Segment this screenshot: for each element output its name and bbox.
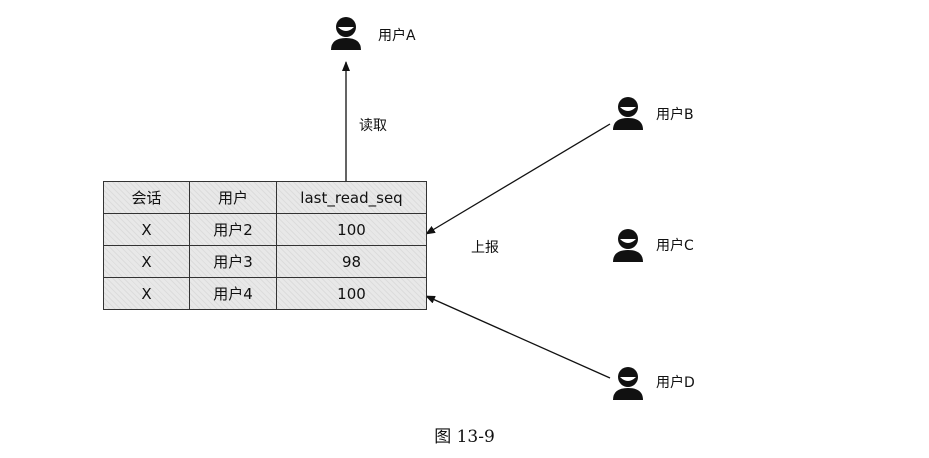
table-header-row: 会话 用户 last_read_seq bbox=[103, 181, 427, 214]
table-cell: 100 bbox=[276, 277, 427, 310]
user-icon bbox=[613, 97, 643, 130]
table-cell: X bbox=[103, 213, 190, 246]
figure-caption: 图 13-9 bbox=[434, 427, 495, 447]
last-read-seq-table: 会话 用户 last_read_seq X 用户2 100 X 用户3 98 X… bbox=[103, 181, 427, 310]
report-label: 上报 bbox=[471, 240, 499, 256]
user-label-a: 用户A bbox=[378, 28, 416, 44]
table-cell: 用户4 bbox=[189, 277, 277, 310]
table-cell: X bbox=[103, 245, 190, 278]
table-cell: X bbox=[103, 277, 190, 310]
read-label: 读取 bbox=[359, 118, 387, 134]
user-label-c: 用户C bbox=[656, 238, 694, 254]
table-cell: 用户3 bbox=[189, 245, 277, 278]
column-header-session: 会话 bbox=[103, 181, 190, 214]
report-arrow-from-user-d bbox=[425, 295, 611, 379]
table-cell: 100 bbox=[276, 213, 427, 246]
table-row: X 用户4 100 bbox=[103, 277, 427, 310]
table-cell: 用户2 bbox=[189, 213, 277, 246]
user-icon bbox=[613, 229, 643, 262]
user-label-d: 用户D bbox=[656, 375, 695, 391]
user-icon bbox=[613, 367, 643, 400]
column-header-user: 用户 bbox=[189, 181, 277, 214]
table-row: X 用户2 100 bbox=[103, 213, 427, 246]
report-arrow-from-user-b bbox=[425, 123, 611, 235]
table-row: X 用户3 98 bbox=[103, 245, 427, 278]
table-cell: 98 bbox=[276, 245, 427, 278]
user-label-b: 用户B bbox=[656, 107, 694, 123]
user-icon bbox=[331, 17, 361, 50]
column-header-last-read-seq: last_read_seq bbox=[276, 181, 427, 214]
